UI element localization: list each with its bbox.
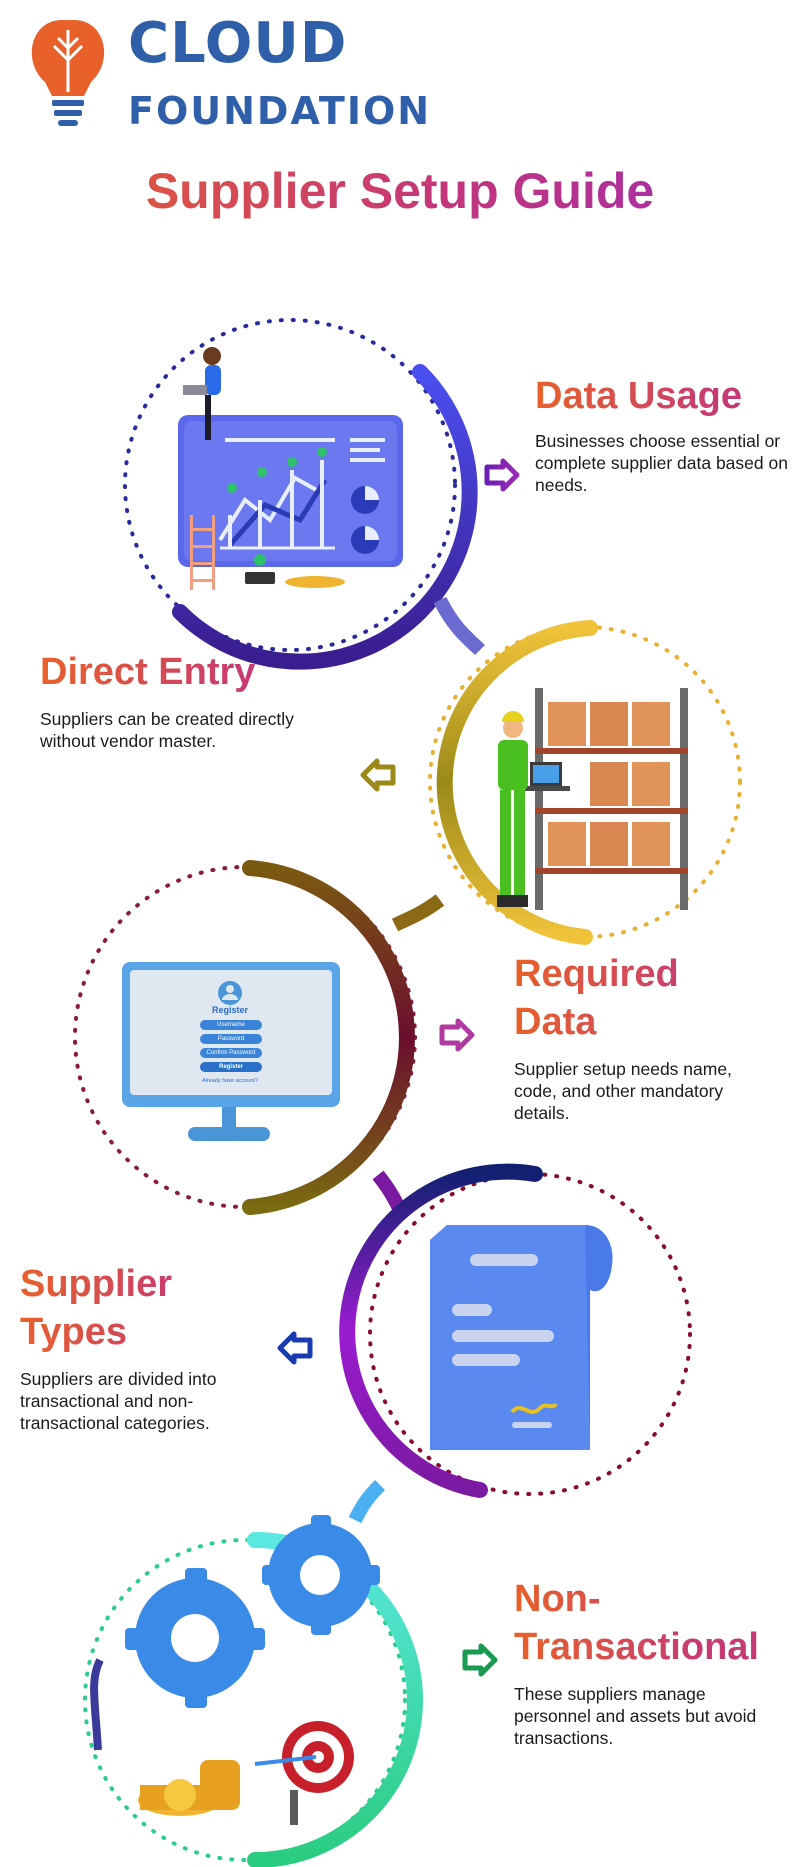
section-title: Data Usage [535, 372, 795, 420]
register-button: Register [200, 1062, 262, 1072]
section-title: Non- [514, 1575, 784, 1623]
register-field-username: Username [200, 1020, 262, 1030]
section-description: Suppliers can be created directly withou… [40, 709, 294, 751]
section-title: Supplier [20, 1260, 260, 1308]
register-heading: Register [211, 1005, 248, 1015]
chart-board-icon [178, 347, 403, 590]
arrow-right-icon [484, 458, 520, 492]
section-required-data: Required Data Supplier setup needs name,… [514, 950, 784, 1124]
brand-name-line1: CLOUD [128, 11, 348, 76]
register-field-password: Password [200, 1034, 262, 1044]
page-title: Supplier Setup Guide [0, 162, 800, 220]
gears-target-icon [90, 1515, 380, 1825]
arrow-right-icon [462, 1643, 498, 1677]
section-title: Types [20, 1308, 260, 1356]
warehouse-worker-icon [497, 688, 688, 910]
section-title: Data [514, 998, 784, 1046]
section-description: Suppliers are divided into transactional… [20, 1369, 217, 1433]
section-non-transactional: Non- Transactional These suppliers manag… [514, 1575, 784, 1749]
section-title: Transactional [514, 1623, 784, 1671]
arrow-right-icon [439, 1018, 475, 1052]
section-title: Required [514, 950, 784, 998]
register-footer: Already have account? [202, 1078, 258, 1084]
section-title: Direct Entry [40, 648, 340, 696]
arrow-left-icon [277, 1331, 313, 1365]
section-direct-entry: Direct Entry Suppliers can be created di… [40, 648, 340, 752]
section-description: Businesses choose essential or complete … [535, 431, 788, 495]
brand-name-line2: FOUNDATION [128, 89, 432, 133]
lightbulb-logo-icon [31, 20, 105, 126]
section-supplier-types: Supplier Types Suppliers are divided int… [20, 1260, 260, 1434]
section-description: Supplier setup needs name, code, and oth… [514, 1059, 732, 1123]
arrow-left-icon [360, 758, 396, 792]
section-description: These suppliers manage personnel and ass… [514, 1684, 757, 1748]
register-field-confirm: Confirm Password [200, 1048, 262, 1058]
section-data-usage: Data Usage Businesses choose essential o… [535, 372, 795, 496]
document-scroll-icon [430, 1225, 613, 1450]
